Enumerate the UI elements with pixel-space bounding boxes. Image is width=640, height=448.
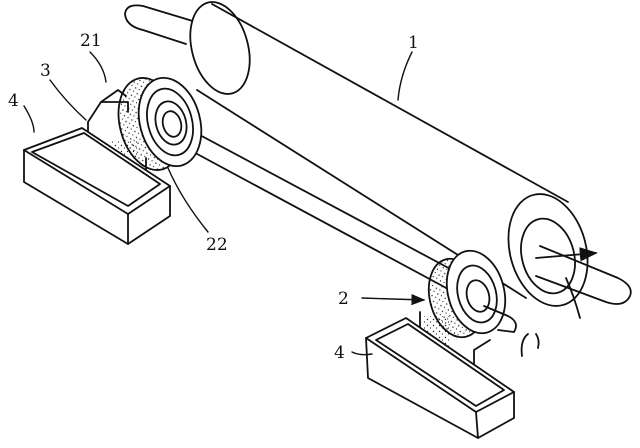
connecting-shaft <box>159 117 457 291</box>
leader-lines <box>23 51 426 356</box>
label-wheel: 2 <box>338 289 349 309</box>
label-wheel-part: 21 <box>80 31 102 51</box>
right-wheel <box>427 249 517 339</box>
right-trough <box>365 317 515 439</box>
motion-mark <box>520 333 540 357</box>
roller-right-shaft <box>535 245 632 319</box>
label-block: 3 <box>40 61 51 81</box>
label-roller: 1 <box>408 33 419 53</box>
label-trough-right: 4 <box>334 343 345 363</box>
label-trough-left: 4 <box>8 91 19 111</box>
label-wheel-ring: 22 <box>206 235 228 255</box>
roller-left-shaft <box>124 4 197 45</box>
left-trough <box>23 127 171 245</box>
